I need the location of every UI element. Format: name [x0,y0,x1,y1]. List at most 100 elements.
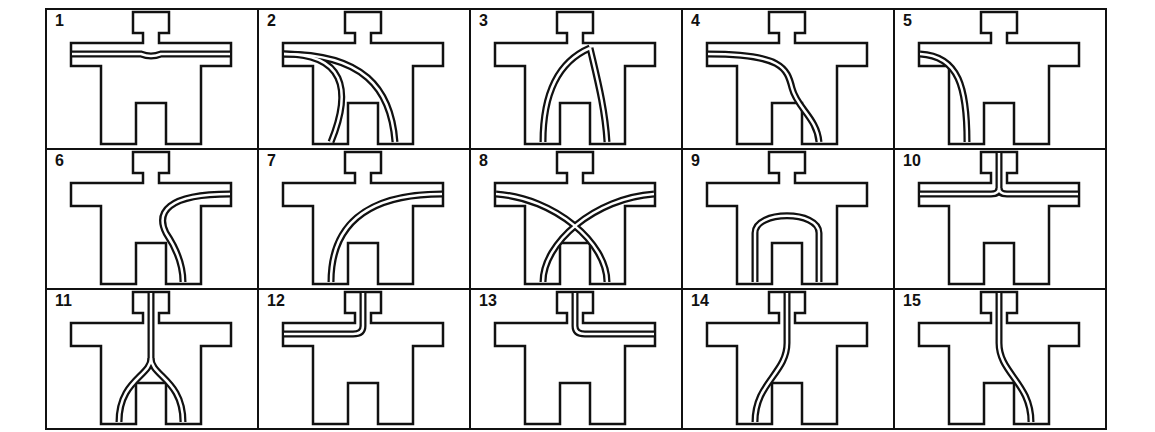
pathway-core [999,293,1031,422]
panel-number: 9 [691,153,700,169]
figure-panel: 15 [893,288,1107,430]
pathway-core [284,293,363,334]
figure-panel: 3 [469,8,683,150]
pathway-core [999,188,1078,194]
pathway-line [575,293,654,334]
pathway-core [920,153,999,194]
pathway-core [543,194,654,282]
panel-number: 5 [903,13,912,29]
panel-number: 7 [267,153,276,169]
figure-panel: 10 [893,148,1107,290]
pathway-line [543,194,654,282]
pathway-line [284,54,342,142]
figure-outline [71,152,231,284]
panel-number: 14 [691,293,709,309]
figure-outline [707,12,867,144]
pathway-line [590,48,607,142]
figure-outline [71,292,231,424]
figure-panel: 14 [681,288,895,430]
figure-panel: 2 [257,8,471,150]
figure-outline [283,12,443,144]
panel-number: 11 [55,293,72,309]
pathway-line [999,293,1031,422]
panel-number: 13 [479,293,497,309]
body-figure [495,12,655,144]
figure-outline [495,12,655,144]
body-figure [495,152,655,284]
figure-panel: 12 [257,288,471,430]
panel-number: 4 [691,13,700,29]
pathway-core [920,54,967,142]
body-figure [919,12,1079,144]
panel-number: 1 [55,13,64,29]
pathway-core [331,194,442,282]
body-figure [71,152,231,284]
body-figure [71,12,231,144]
body-figure [707,292,867,424]
pathway-line [151,358,183,422]
figure-outline [919,12,1079,144]
body-figure [919,292,1079,424]
figure-panel: 8 [469,148,683,290]
pathway-core [708,54,819,142]
panel-number: 6 [55,153,64,169]
pathway-core [163,194,230,282]
figure-panel: 13 [469,288,683,430]
pathway-core [755,293,787,422]
pathway-line [920,54,967,142]
pathway-line [284,293,363,334]
figure-outline [495,292,655,424]
figure-outline [71,12,231,144]
pathway-line [999,188,1078,194]
figure-panel: 11 [45,288,259,430]
figure-outline [919,292,1079,424]
pathway-line [543,48,590,142]
pathway-line [72,54,230,56]
pathway-line [496,194,607,282]
pathway-core [543,48,590,142]
figure-outline [495,152,655,284]
pathway-line [920,153,999,194]
pathway-core [590,48,607,142]
pathway-line [708,54,819,142]
figure-outline [283,152,443,284]
body-figure [707,12,867,144]
pathway-core [575,293,654,334]
pathway-line [755,216,819,282]
body-figure [283,12,443,144]
pathway-core [284,54,395,142]
body-figure [283,292,443,424]
panel-number: 10 [903,153,921,169]
figure-panel: 1 [45,8,259,150]
body-figure [495,292,655,424]
body-figure [919,152,1079,284]
figure-outline [707,292,867,424]
pathway-line [331,194,442,282]
pathway-core [72,54,230,56]
pathway-line [119,293,151,422]
figure-panel: 6 [45,148,259,290]
figure-panel: 7 [257,148,471,290]
pathway-line [163,194,230,282]
pathway-core [755,216,819,282]
panel-number: 8 [479,153,488,169]
pathway-line [284,54,395,142]
figure-outline [707,152,867,284]
panel-number: 2 [267,13,276,29]
figure-panel: 9 [681,148,895,290]
pathway-core [496,194,607,282]
body-figure [71,292,231,424]
pathway-line [755,293,787,422]
figure-outline [283,292,443,424]
pathway-core [151,358,183,422]
panel-number: 3 [479,13,488,29]
pathway-core [284,54,342,142]
pathway-core [119,293,151,422]
figure-panel: 4 [681,8,895,150]
body-figure [283,152,443,284]
panel-number: 12 [267,293,285,309]
panel-number: 15 [903,293,921,309]
body-figure [707,152,867,284]
